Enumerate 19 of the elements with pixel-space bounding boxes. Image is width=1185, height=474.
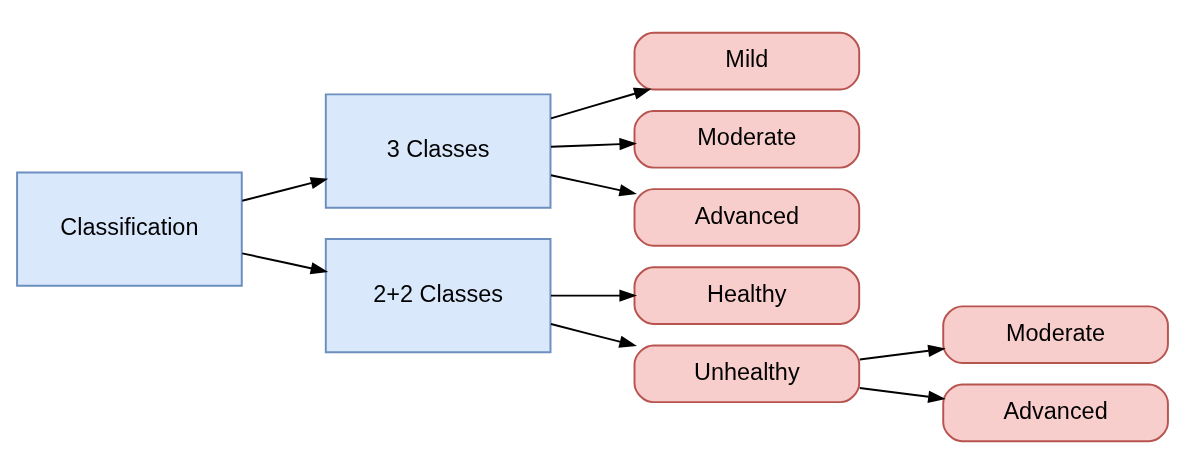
arrow: [550, 174, 637, 197]
arrow: [550, 289, 638, 302]
node-box: Mild: [633, 31, 861, 91]
node-box: Moderate: [942, 305, 1169, 364]
node-box: 2+2 Classes: [324, 237, 552, 354]
node-box: Advanced: [942, 383, 1169, 443]
arrow: [858, 387, 946, 403]
arrow: [550, 87, 652, 120]
node-box: Unhealthy: [633, 344, 861, 404]
node-box: 3 Classes: [324, 93, 552, 209]
node-box: Advanced: [633, 188, 861, 247]
arrow: [550, 137, 638, 151]
node-box: Classification: [16, 171, 243, 287]
node-box: Healthy: [633, 266, 861, 325]
arrow: [550, 323, 637, 348]
arrow: [241, 177, 329, 202]
node-box: Moderate: [633, 110, 861, 169]
arrow: [858, 344, 946, 361]
arrow: [241, 252, 329, 275]
